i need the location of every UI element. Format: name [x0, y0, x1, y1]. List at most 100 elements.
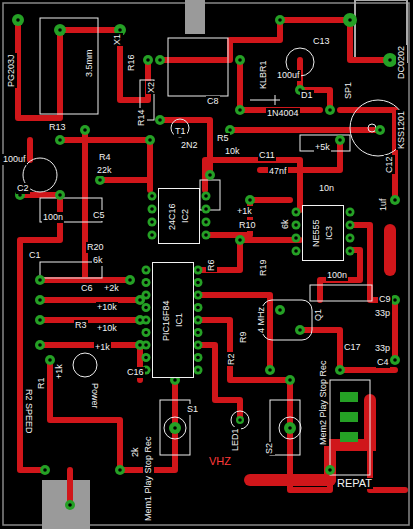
pad — [148, 138, 152, 142]
silkscreen-label: KLBR1 — [258, 59, 269, 90]
silkscreen-label: C4 — [376, 357, 390, 368]
pad — [328, 108, 332, 112]
silkscreen-label: Mem2 Play Stop Rec — [318, 359, 329, 446]
pad — [142, 303, 151, 312]
silkscreen-label: C6 — [80, 283, 94, 294]
pad — [194, 291, 203, 300]
pad — [202, 205, 211, 214]
pad — [150, 220, 154, 224]
silkscreen-label: Q1 — [313, 308, 324, 322]
silkscreen — [23, 18, 406, 475]
pad — [194, 278, 203, 287]
silkscreen-label: R3 — [74, 320, 88, 331]
silkscreen-label: R19 — [258, 258, 269, 277]
pad — [58, 193, 62, 197]
reference-designator: IC1 — [174, 313, 185, 327]
pad — [294, 223, 298, 227]
pad — [292, 247, 301, 256]
ic-package: 24C16IC2 — [158, 188, 200, 244]
pad — [128, 278, 132, 282]
pad — [150, 233, 154, 237]
pad — [144, 306, 148, 310]
pad — [292, 208, 301, 217]
pad — [142, 266, 151, 275]
pad — [348, 249, 352, 253]
pad — [148, 192, 157, 201]
pad — [194, 303, 203, 312]
silkscreen-label: 47nf — [268, 166, 288, 177]
silkscreen-label: 4 MHz — [256, 306, 267, 334]
silkscreen-label: 100uf — [276, 70, 301, 81]
pad — [158, 118, 162, 122]
silkscreen-label: 2k — [130, 446, 141, 458]
part-number: PIC16F84 — [161, 300, 172, 341]
silkscreen-label: VHZ — [208, 456, 232, 467]
pad — [146, 58, 150, 62]
silkscreen-label: D1 — [300, 90, 314, 101]
pad — [118, 28, 122, 32]
silkscreen-label: KSS1201 — [396, 110, 407, 150]
silkscreen-label: C5 — [92, 210, 106, 221]
silkscreen-label: R20 — [86, 242, 105, 253]
pad — [196, 368, 200, 372]
silkscreen-label: +2k — [103, 283, 120, 294]
pad — [346, 208, 355, 217]
pad — [238, 58, 242, 62]
silkscreen-label: R5 — [216, 133, 230, 144]
pad — [208, 173, 212, 177]
silkscreen-label: Mem1 Play Stop Rec — [143, 435, 154, 522]
silkscreen-label: R9 — [238, 330, 249, 344]
pad — [378, 128, 382, 132]
pad — [268, 368, 272, 372]
silkscreen-label: REPAT — [336, 478, 373, 489]
pad — [292, 234, 301, 243]
silkscreen-label: +1k — [54, 363, 65, 380]
reference-designator: IC2 — [180, 209, 191, 223]
pad — [228, 128, 232, 132]
drill-holes — [16, 18, 397, 507]
pad — [158, 58, 162, 62]
pad — [202, 218, 211, 227]
silkscreen-label: 33p — [374, 343, 391, 354]
pad — [348, 18, 352, 22]
pad — [348, 223, 352, 227]
silkscreen-label: C17 — [343, 342, 362, 353]
pad — [173, 378, 177, 382]
pad — [58, 28, 62, 32]
pad — [196, 356, 200, 360]
pad — [138, 318, 142, 322]
pad — [142, 328, 151, 337]
pad — [196, 293, 200, 297]
reference-designator: IC3 — [324, 226, 335, 240]
silkscreen-label: +1k — [94, 342, 111, 353]
pad — [144, 281, 148, 285]
silkscreen-label: R2 — [226, 352, 237, 366]
pad — [144, 293, 148, 297]
pad — [294, 249, 298, 253]
pad — [292, 221, 301, 230]
silkscreen-label: LED1 — [230, 427, 241, 452]
silkscreen-label: +10k — [96, 302, 118, 313]
pad — [204, 207, 208, 211]
pad — [238, 238, 242, 242]
silkscreen-label: T1 — [174, 126, 187, 137]
silkscreen-label: 100n — [326, 270, 348, 281]
silkscreen-label: C12 — [384, 155, 395, 174]
silkscreen-label: R6 — [206, 258, 217, 272]
pad — [348, 210, 352, 214]
pad — [148, 231, 157, 240]
pad — [393, 358, 397, 362]
silkscreen-label: C11 — [258, 150, 276, 161]
silkscreen-label: 1uf — [378, 197, 389, 212]
pad — [38, 278, 42, 282]
pad — [138, 343, 142, 347]
silkscreen-label: 2N2 — [180, 140, 199, 151]
silkscreen-label: 100uf — [2, 154, 27, 165]
power-traces — [250, 230, 390, 480]
pad — [196, 331, 200, 335]
silkscreen-label: R14 — [136, 108, 147, 127]
silkscreen-label: 10k — [224, 146, 241, 157]
pad — [144, 368, 148, 372]
silkscreen-label: R2 SPEED — [23, 388, 34, 435]
